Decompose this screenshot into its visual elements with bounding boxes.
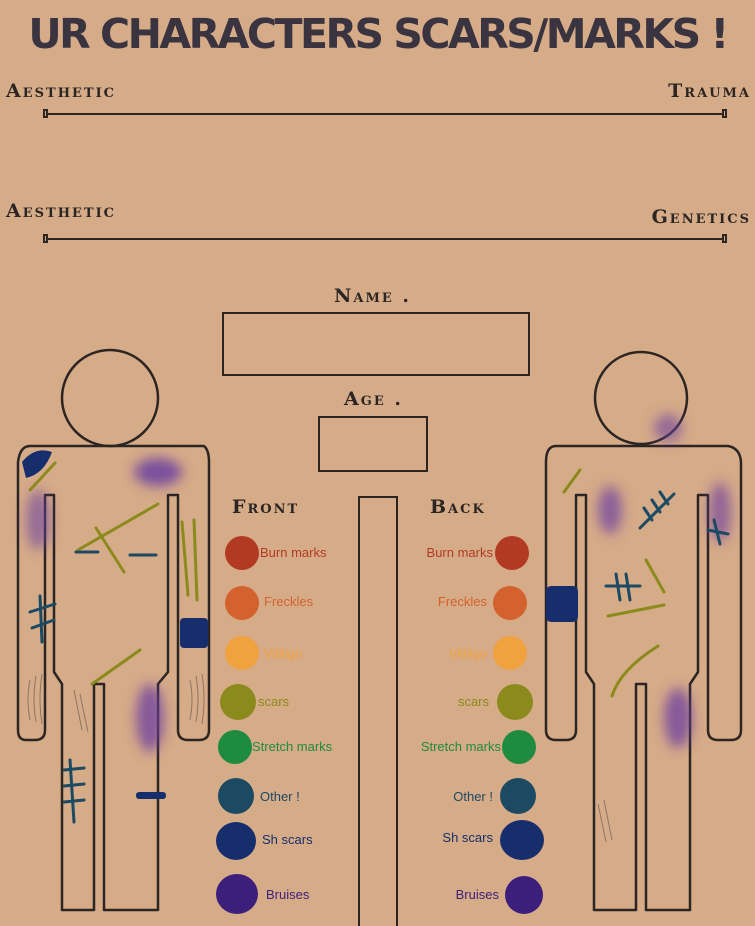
back-legend-label: Other ! xyxy=(453,789,493,804)
scale-1-right-end xyxy=(722,109,727,118)
front-sh-dot xyxy=(216,822,256,860)
back-legend-label: Vitiligo xyxy=(448,646,487,661)
scale-2-right-label: Genetics xyxy=(651,206,751,228)
scar-marks xyxy=(28,461,666,698)
front-burn-dot xyxy=(225,536,259,570)
back-vitiligo-dot xyxy=(493,636,527,670)
front-vitiligo-dot xyxy=(225,636,259,670)
back-head xyxy=(593,350,689,446)
scale-2-left-label: Aesthetic xyxy=(6,200,117,222)
page-title: UR CHARACTERS SCARS/MARKS ! xyxy=(28,10,729,58)
front-legend-label: Stretch marks xyxy=(252,739,333,754)
back-legend-label: Stretch marks xyxy=(420,739,501,754)
other-marks xyxy=(28,490,730,824)
front-legend-label: Burn marks xyxy=(260,545,327,560)
name-label: Name . xyxy=(334,285,411,307)
front-legend-label: Freckles xyxy=(264,594,314,609)
front-bruises-dot xyxy=(216,874,258,914)
front-figure xyxy=(16,348,211,912)
back-legend-label: Burn marks xyxy=(426,545,493,560)
back-stretch-dot xyxy=(502,730,536,764)
back-legend-label: Bruises xyxy=(455,887,499,902)
stretch-lines xyxy=(27,673,613,843)
scale-2-left-end xyxy=(43,234,48,243)
scale-1-left-end xyxy=(43,109,48,118)
back-sh-dot xyxy=(500,820,544,860)
front-legend-label: Other ! xyxy=(260,789,300,804)
front-other-dot xyxy=(218,778,254,814)
back-figure xyxy=(544,350,743,912)
sh-scar-marks xyxy=(22,450,578,799)
center-divider xyxy=(358,496,398,926)
back-other-dot xyxy=(500,778,536,814)
scale-1-left-label: Aesthetic xyxy=(6,80,117,102)
scale-1-right-label: Trauma xyxy=(668,80,751,102)
back-body xyxy=(544,444,743,912)
name-box xyxy=(222,312,530,376)
back-legend-label: Sh scars xyxy=(442,830,493,845)
scale-2-line xyxy=(43,234,727,243)
age-box xyxy=(318,416,428,472)
back-bruises-dot xyxy=(505,876,543,914)
back-legend-label: scars xyxy=(457,694,489,709)
back-scars-dot xyxy=(497,684,533,720)
front-label: Front xyxy=(232,496,300,518)
front-head xyxy=(60,348,160,448)
front-scars-dot xyxy=(220,684,256,720)
age-label: Age . xyxy=(344,388,403,410)
scale-1-line xyxy=(43,109,727,118)
back-legend-label: Freckles xyxy=(437,594,487,609)
back-freckles-dot xyxy=(493,586,527,620)
front-body xyxy=(16,444,211,912)
back-burn-dot xyxy=(495,536,529,570)
front-legend-label: scars xyxy=(258,694,290,709)
front-legend-label: Sh scars xyxy=(262,832,313,847)
front-legend-label: Vitiligo xyxy=(264,646,303,661)
bruise-marks xyxy=(26,414,731,752)
front-freckles-dot xyxy=(225,586,259,620)
back-label: Back xyxy=(430,496,486,518)
scale-2-right-end xyxy=(722,234,727,243)
front-legend-label: Bruises xyxy=(266,887,310,902)
front-stretch-dot xyxy=(218,730,252,764)
